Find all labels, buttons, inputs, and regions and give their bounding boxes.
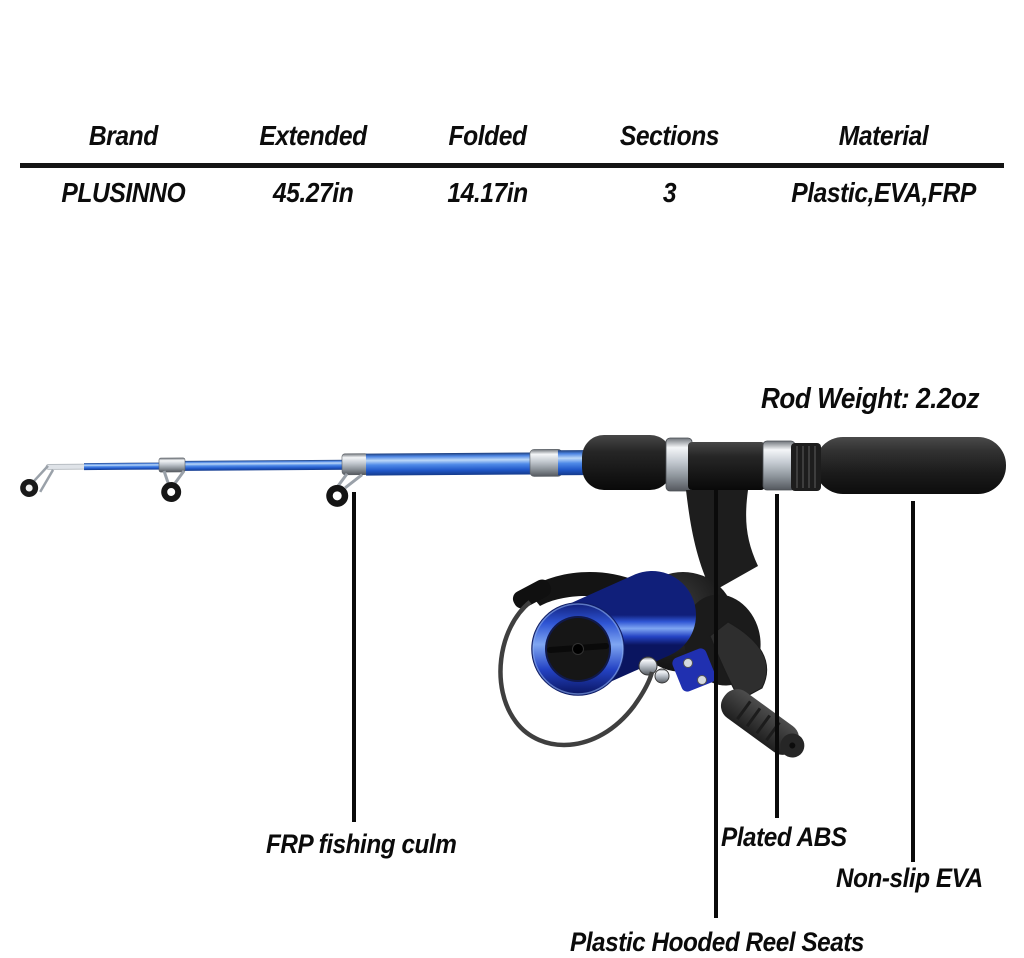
non-slip-eva-label: Non-slip EVA bbox=[836, 863, 983, 893]
guide-3-ring-center bbox=[332, 491, 342, 501]
spec-table-divider bbox=[20, 163, 1004, 168]
callout-line-plated-abs bbox=[775, 494, 779, 818]
rod-segment-2 bbox=[169, 459, 351, 472]
crank-knob bbox=[720, 689, 805, 758]
rod-tip-section bbox=[45, 463, 87, 470]
tip-guide bbox=[33, 465, 55, 493]
guide-2-frame bbox=[162, 470, 186, 484]
spec-value-brand: PLUSINNO bbox=[61, 177, 186, 208]
ferrule-collar-2 bbox=[529, 448, 563, 477]
reel-seats-label: Plastic Hooded Reel Seats bbox=[570, 927, 864, 957]
rod-segment-3 bbox=[365, 452, 535, 476]
spec-values-row: PLUSINNO 45.27in 14.17in 3 Plastic,EVA,F… bbox=[20, 175, 1004, 211]
side-plate-screw-1 bbox=[683, 658, 693, 668]
fishing-rod-illustration bbox=[20, 435, 1006, 758]
plated-abs-label: Plated ABS bbox=[721, 822, 847, 852]
guide-2-ring-center bbox=[167, 487, 176, 496]
reel-seat-body bbox=[688, 442, 765, 490]
spec-header-folded: Folded bbox=[448, 120, 527, 151]
spec-value-material: Plastic,EVA,FRP bbox=[791, 177, 976, 208]
locking-nut bbox=[791, 443, 821, 491]
reel-stem bbox=[686, 490, 758, 592]
guide-collar-2 bbox=[158, 457, 186, 473]
plated-ring-rear bbox=[762, 440, 796, 491]
ferrule-collar-1 bbox=[341, 453, 369, 476]
eva-handle bbox=[815, 437, 1006, 494]
frp-culm-label: FRP fishing culm bbox=[266, 829, 457, 859]
spec-header-sections: Sections bbox=[619, 120, 720, 151]
spec-header-material: Material bbox=[838, 120, 929, 151]
callout-line-frp-culm bbox=[352, 492, 356, 822]
spec-header-brand: Brand bbox=[88, 120, 158, 151]
line-roller-cap bbox=[654, 668, 670, 684]
tip-guide-ring-center bbox=[25, 484, 33, 492]
bail-wire bbox=[498, 600, 655, 748]
rod-weight-label: Rod Weight: 2.2oz bbox=[761, 383, 980, 415]
side-plate-screw-2 bbox=[697, 675, 707, 685]
callout-line-reel-seats bbox=[714, 490, 718, 918]
rod-segment-1 bbox=[83, 462, 175, 471]
spec-header-extended: Extended bbox=[259, 120, 367, 151]
spec-header-row: Brand Extended Folded Sections Material bbox=[20, 118, 1004, 154]
callout-line-nonslip-eva bbox=[911, 501, 915, 862]
bail-lever bbox=[512, 579, 552, 609]
line-roller bbox=[638, 656, 658, 676]
guide-3-frame bbox=[336, 472, 363, 489]
rod-blank bbox=[20, 448, 607, 507]
foam-fore-grip bbox=[582, 435, 672, 490]
drag-cap-hub bbox=[572, 643, 584, 655]
spool-rim-highlight bbox=[532, 603, 624, 695]
spec-value-extended: 45.27in bbox=[272, 177, 353, 208]
spec-table: Brand Extended Folded Sections Material … bbox=[20, 118, 1004, 211]
spec-value-folded: 14.17in bbox=[447, 177, 528, 208]
spec-value-sections: 3 bbox=[662, 177, 677, 208]
